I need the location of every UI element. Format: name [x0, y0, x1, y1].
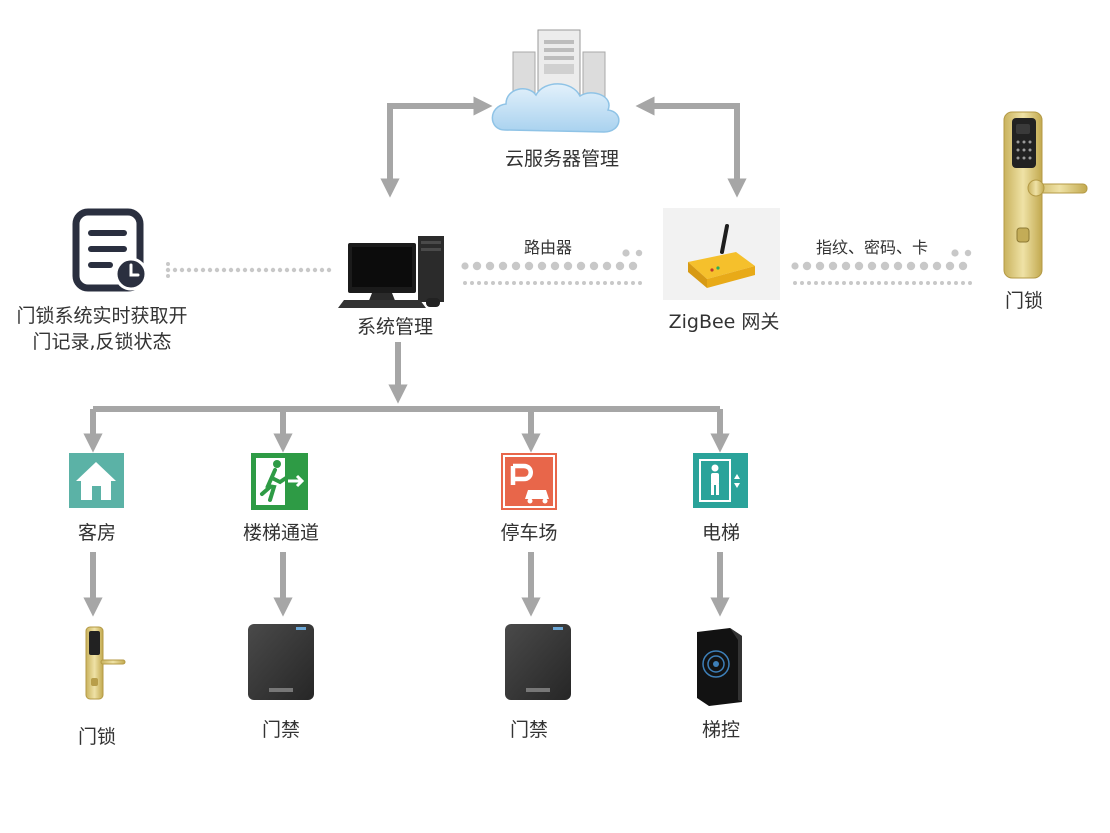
branch-elevator-label: 电梯: [701, 522, 741, 544]
gateway-label: ZigBee 网关: [668, 311, 780, 333]
lock-right-label: 门锁: [1004, 290, 1044, 312]
device-elevator-label: 梯控: [701, 719, 741, 741]
branch-room-label: 客房: [77, 522, 117, 544]
router-edge-label: 路由器: [523, 238, 573, 257]
dots-system-gateway: [461, 249, 643, 285]
emergency-exit-icon: [251, 453, 308, 510]
cloud-server-icon: [491, 29, 620, 133]
connectors: [83, 96, 747, 617]
card-reader-icon: [505, 624, 571, 700]
branch-stairs-label: 楼梯通道: [242, 522, 320, 544]
notice-label: 门锁系统实时获取开 门记录,反锁状态: [16, 303, 187, 355]
branch-parking-label: 停车场: [500, 522, 558, 544]
lock-methods-edge-label: 指纹、密码、卡: [815, 238, 929, 257]
elevator-icon: [693, 453, 748, 508]
arrow-cloud-gateway: [635, 96, 747, 198]
parking-icon: [501, 453, 557, 510]
desktop-computer-icon: [338, 236, 444, 308]
dots-gateway-lock: [791, 249, 972, 285]
house-icon: [69, 453, 124, 508]
device-parking-label: 门禁: [509, 719, 549, 741]
card-reader-icon: [248, 624, 314, 700]
notice-line-2: 门记录,反锁状态: [32, 331, 172, 353]
door-lock-icon-small: [85, 626, 126, 700]
zigbee-gateway-icon: [663, 208, 780, 300]
door-lock-icon-large: [1003, 111, 1088, 279]
document-clock-icon: [72, 208, 148, 292]
elevator-card-reader-icon: [697, 628, 742, 706]
system-label: 系统管理: [356, 316, 434, 338]
cloud-label: 云服务器管理: [504, 148, 620, 170]
dots-notice-system: [165, 262, 332, 278]
arrow-cloud-system: [380, 96, 493, 198]
dotted-links: [165, 249, 972, 285]
device-stairs-label: 门禁: [261, 719, 301, 741]
device-room-label: 门锁: [77, 726, 117, 748]
notice-line-1: 门锁系统实时获取开: [16, 305, 188, 327]
